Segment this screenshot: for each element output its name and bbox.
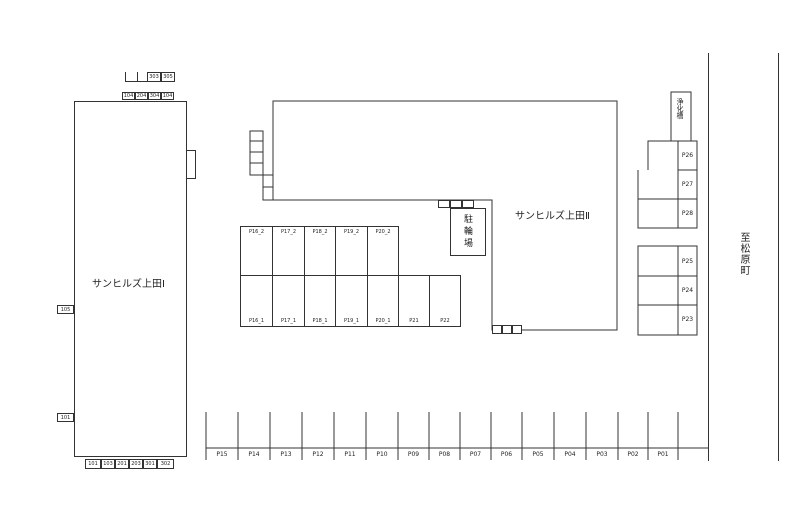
room-tag-305: 305 (161, 72, 175, 82)
parking-space: P18_1 (304, 275, 336, 327)
building-1-label: サンヒルズ上田Ⅰ (92, 279, 165, 290)
room-tag-105: 105 (57, 305, 74, 314)
parking-label: P14 (248, 451, 260, 458)
small-tag: 204 (135, 92, 148, 100)
small-tag (492, 325, 502, 334)
tick (125, 72, 126, 81)
parking-label: P28 (681, 210, 694, 217)
small-tag (462, 200, 474, 208)
room-tag: 203 (129, 459, 143, 469)
parking-label: P12 (312, 451, 324, 458)
parking-label: P09 (407, 451, 420, 458)
room-tag: 101 (85, 459, 101, 469)
room-tag: 301 (143, 459, 157, 469)
parking-label: P06 (500, 451, 513, 458)
parking-space: P20_2 (367, 226, 399, 276)
tick-base (125, 81, 147, 82)
small-tag: 104 (122, 92, 135, 100)
parking-label: P05 (532, 451, 544, 458)
parking-label: P26 (681, 152, 694, 159)
small-tag: 104 (161, 92, 174, 100)
parking-label: P10 (376, 451, 388, 458)
road-label: 至松原町 (738, 232, 749, 276)
parking-space: P17_2 (272, 226, 305, 276)
building-2-label: サンヒルズ上田Ⅱ (515, 211, 590, 222)
building-1-annex (186, 150, 196, 179)
parking-space: P16_1 (240, 275, 273, 327)
small-tag: 304 (148, 92, 161, 100)
parking-label: P15 (216, 451, 228, 458)
parking-label: P01 (657, 451, 669, 458)
room-tag: 201 (115, 459, 129, 469)
parking-label: P23 (681, 316, 694, 323)
parking-label: P24 (681, 287, 694, 294)
parking-label: P03 (596, 451, 608, 458)
parking-label: P08 (438, 451, 451, 458)
parking-label: P13 (280, 451, 292, 458)
small-tag (502, 325, 512, 334)
tick (137, 72, 138, 81)
small-tag (512, 325, 522, 334)
road-edge-right (778, 53, 779, 461)
road-edge-left (708, 53, 709, 461)
parking-space: P22 (429, 275, 461, 327)
bike-parking-label: 駐輪場 (462, 214, 472, 250)
small-tag (438, 200, 450, 208)
septic-tank-label: 浄化槽 (676, 98, 684, 119)
room-tag: 103 (101, 459, 115, 469)
parking-space: P16_2 (240, 226, 273, 276)
room-tag: 302 (157, 459, 174, 469)
room-tag-303: 303 (147, 72, 161, 82)
parking-space: P19_1 (335, 275, 368, 327)
building-1 (74, 101, 187, 457)
parking-label: P04 (564, 451, 576, 458)
parking-label: P02 (627, 451, 639, 458)
parking-space: P21 (398, 275, 430, 327)
bike-parking (450, 208, 486, 256)
room-tag-101: 101 (57, 413, 74, 422)
parking-label: P25 (681, 258, 694, 265)
parking-label: P27 (681, 181, 694, 188)
small-tag (450, 200, 462, 208)
parking-label: P07 (469, 451, 482, 458)
parking-space: P18_2 (304, 226, 336, 276)
parking-label: P11 (344, 451, 356, 458)
